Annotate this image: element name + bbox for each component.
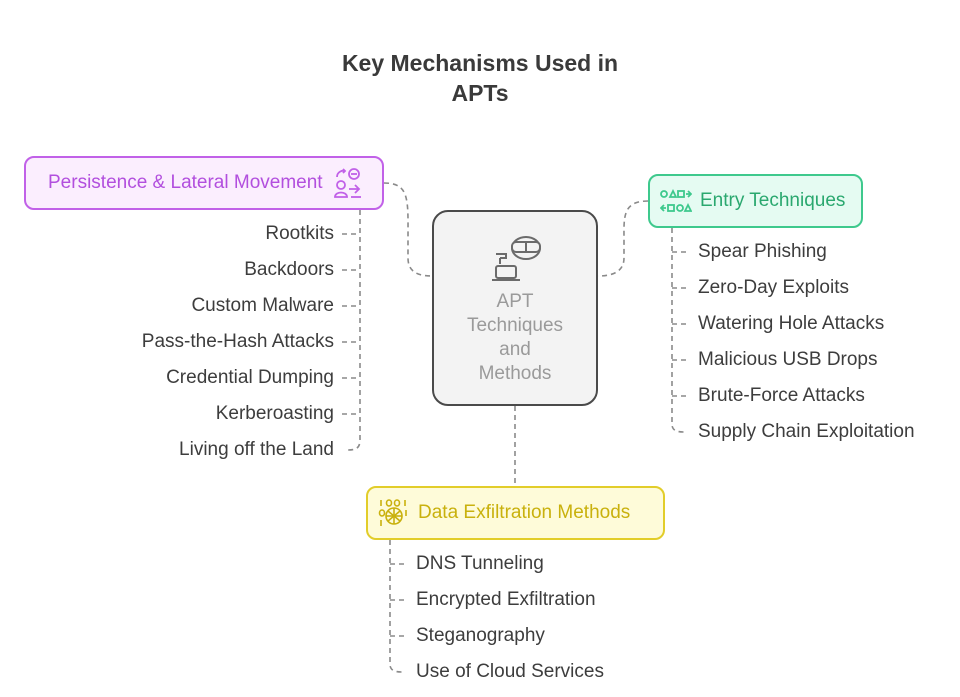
center-label-line: and	[499, 339, 531, 360]
user-switch-icon	[333, 167, 363, 199]
category-data-exfiltration: Data Exfiltration Methods	[366, 486, 665, 540]
center-label-line: Methods	[478, 363, 552, 384]
persistence-item-kerberoasting: Kerberoasting	[215, 403, 334, 424]
category-data-label: Data Exfiltration Methods	[418, 502, 631, 523]
category-persistence: Persistence & Lateral Movement	[24, 156, 384, 210]
center-label: APT Techniques and Methods	[434, 290, 596, 386]
persistence-item-backdoors: Backdoors	[244, 259, 334, 280]
persistence-item-credential-dumping: Credential Dumping	[166, 367, 334, 388]
center-label-line: APT	[496, 291, 534, 312]
center-label-line: Techniques	[466, 315, 564, 336]
shapes-arrows-icon	[659, 188, 693, 214]
data-item-encrypted-exfiltration: Encrypted Exfiltration	[416, 589, 596, 610]
title-line-2: APTs	[451, 80, 509, 106]
title-line-1: Key Mechanisms Used in	[341, 50, 619, 76]
category-entry: Entry Techniques	[648, 174, 863, 228]
entry-item-usb-drops: Malicious USB Drops	[698, 349, 878, 370]
category-persistence-label: Persistence & Lateral Movement	[48, 172, 323, 193]
persistence-item-custom-malware: Custom Malware	[191, 295, 334, 316]
data-item-cloud-services: Use of Cloud Services	[416, 661, 604, 682]
persistence-item-pass-the-hash: Pass-the-Hash Attacks	[141, 331, 334, 352]
entry-item-zero-day: Zero-Day Exploits	[698, 277, 849, 298]
hacker-laptop-icon	[490, 234, 544, 289]
entry-item-watering-hole: Watering Hole Attacks	[698, 313, 885, 334]
persistence-item-living-off-the-land: Living off the Land	[179, 439, 334, 460]
entry-item-brute-force: Brute-Force Attacks	[698, 385, 865, 406]
entry-item-spear-phishing: Spear Phishing	[698, 241, 827, 262]
data-item-steganography: Steganography	[416, 625, 545, 646]
entry-item-supply-chain: Supply Chain Exploitation	[698, 421, 915, 442]
persistence-item-rootkits: Rootkits	[265, 223, 334, 244]
binary-bug-icon	[378, 498, 410, 528]
data-item-dns-tunneling: DNS Tunneling	[416, 553, 544, 574]
category-entry-label: Entry Techniques	[700, 190, 846, 211]
diagram-title: Key Mechanisms Used in APTs	[300, 48, 660, 108]
center-node: APT Techniques and Methods	[432, 210, 598, 406]
